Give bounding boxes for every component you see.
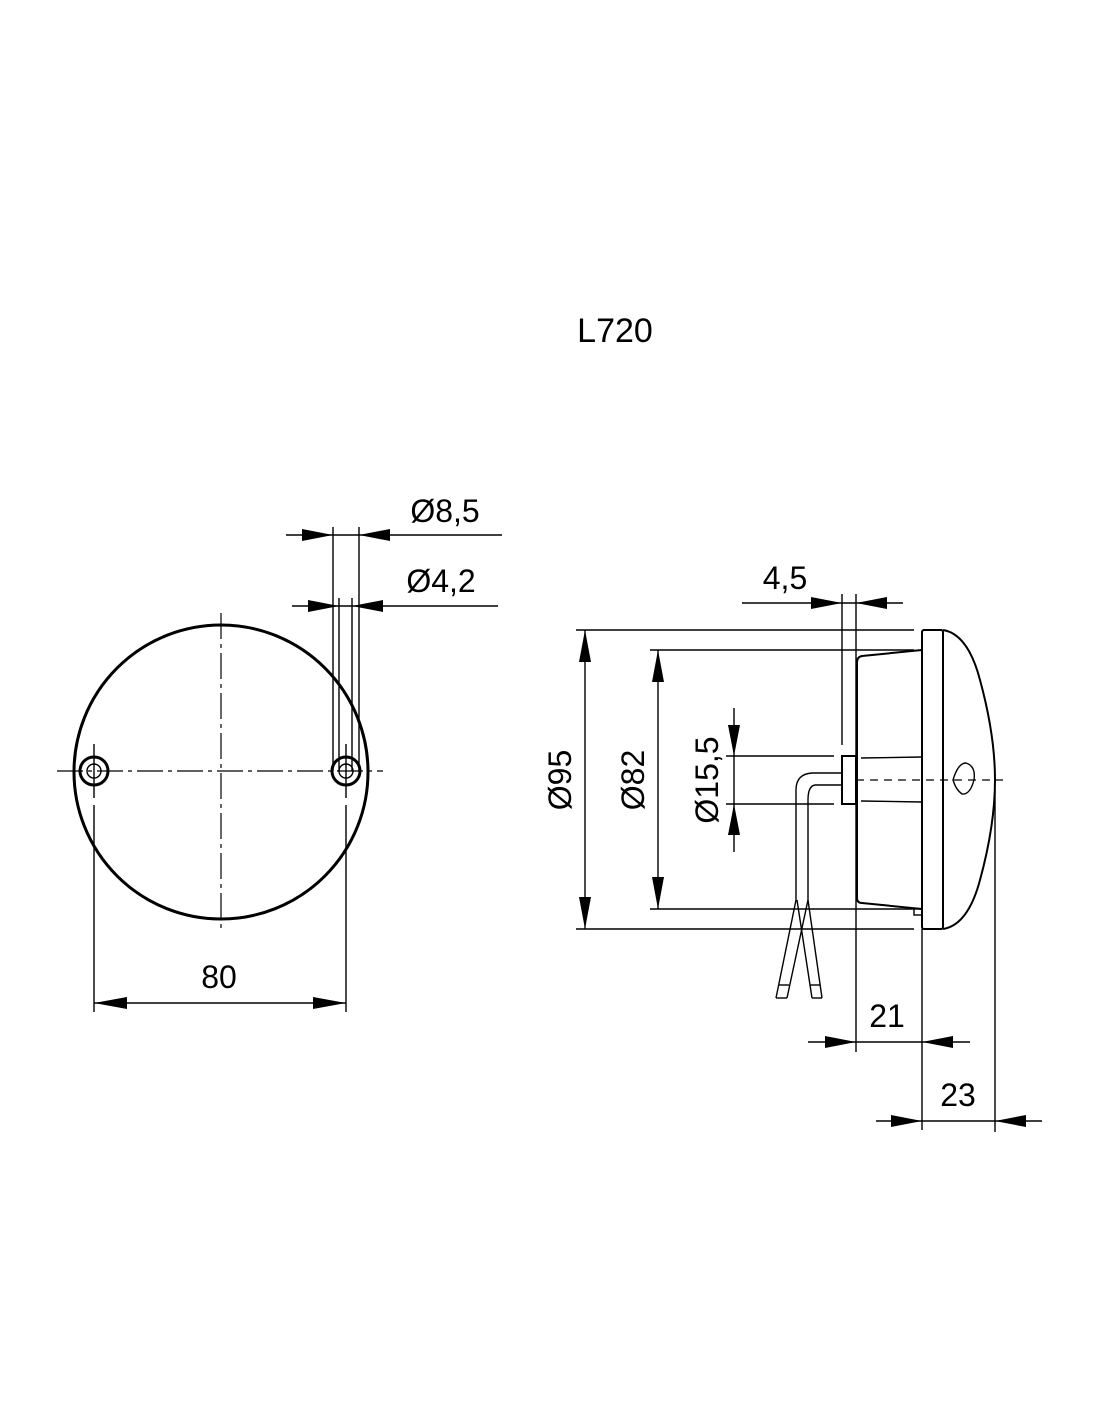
dimension-hole-outer: Ø8,5 — [286, 493, 502, 771]
mounting-hole-right — [330, 744, 362, 798]
lens — [942, 629, 997, 930]
dimension-label: 23 — [940, 1077, 976, 1113]
dimension-label: Ø15,5 — [689, 736, 725, 823]
dimension-hole-inner: Ø4,2 — [292, 563, 498, 771]
dimension-label: Ø82 — [615, 750, 651, 810]
dimension-body-depth: 21 — [808, 929, 970, 1130]
dimension-body-diameter: Ø82 — [615, 649, 914, 910]
drawing-title: L720 — [577, 312, 653, 350]
dimension-flange-offset: 4,5 — [742, 560, 903, 1052]
dimension-hole-spacing: 80 — [93, 805, 347, 1012]
side-view: Ø95 Ø82 Ø15,5 4,5 — [542, 560, 1042, 1132]
dimension-label: Ø95 — [542, 750, 578, 810]
dimension-label: 80 — [201, 959, 237, 995]
dimension-label: 4,5 — [763, 560, 807, 596]
dimension-socket-diameter: Ø15,5 — [689, 708, 834, 852]
socket — [841, 755, 857, 805]
front-view: Ø8,5 Ø4,2 80 — [57, 493, 502, 1012]
dimension-label: 21 — [869, 998, 905, 1034]
bulb-symbol — [952, 762, 976, 795]
dimension-lens-depth: 23 — [876, 790, 1042, 1132]
dimension-label: Ø8,5 — [410, 493, 479, 529]
wires — [775, 772, 842, 999]
dimension-outer-diameter: Ø95 — [542, 629, 914, 930]
mounting-hole-left — [78, 744, 110, 798]
dimension-label: Ø4,2 — [406, 563, 475, 599]
